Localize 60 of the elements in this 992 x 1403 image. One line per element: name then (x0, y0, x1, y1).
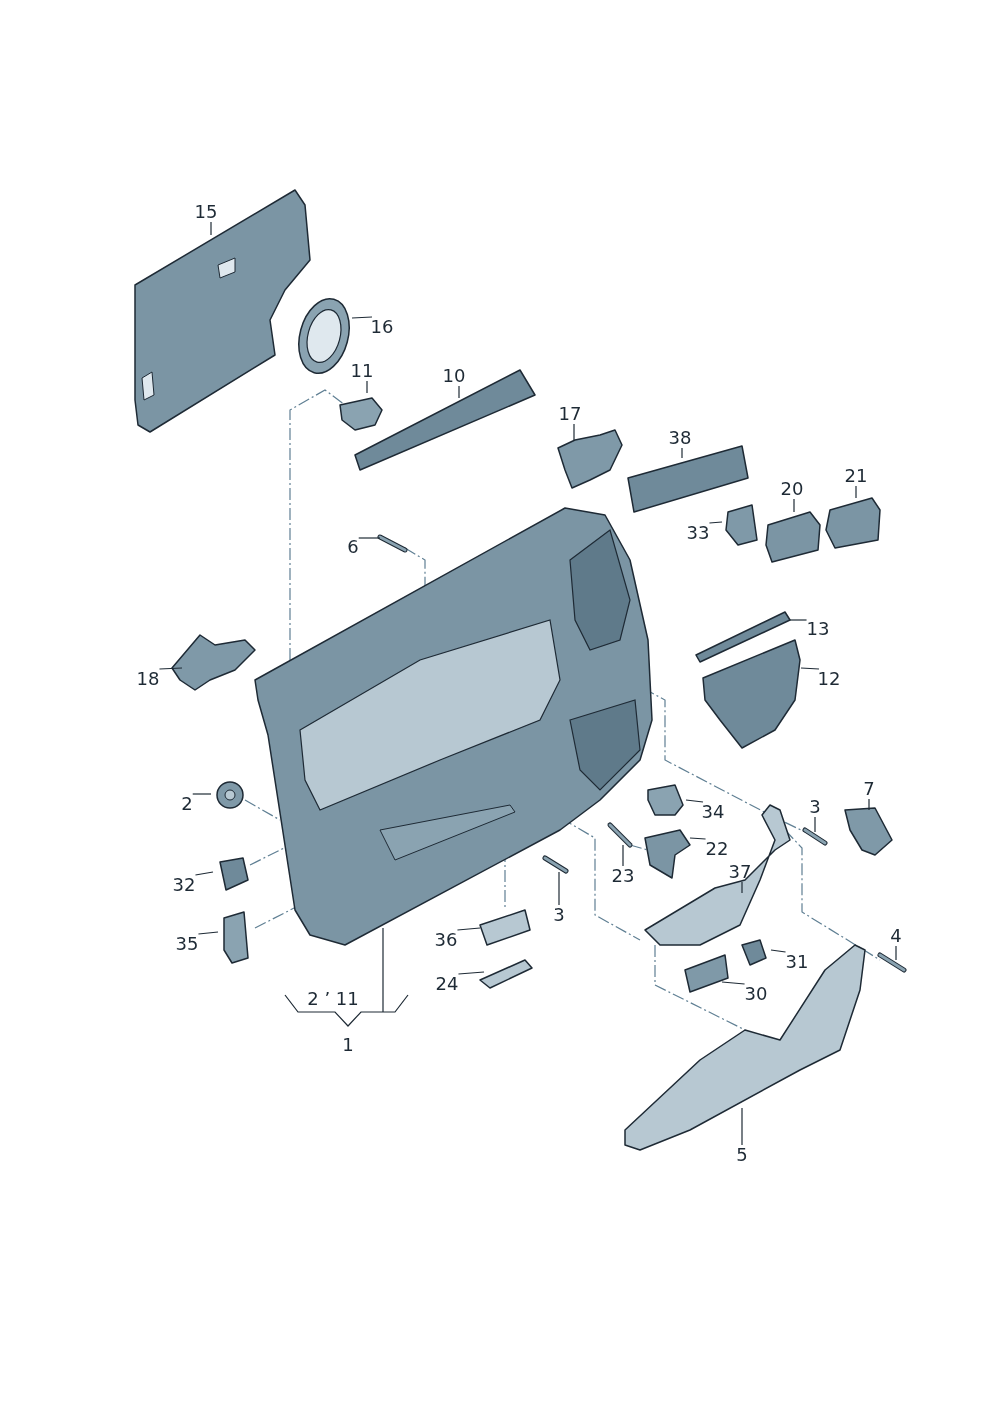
callout-number: 13 (806, 619, 830, 639)
leader-line (158, 667, 183, 670)
callout-number: 2 ’ 11 (307, 989, 359, 1009)
leader-line (868, 798, 870, 811)
leader-line (689, 837, 707, 840)
leader-line (741, 1107, 743, 1146)
callout-number: 18 (136, 669, 160, 689)
leader-line (366, 380, 368, 394)
callout-number: 17 (558, 404, 582, 424)
callout-number: 10 (442, 366, 466, 386)
callout-number: 4 (890, 926, 902, 946)
callout-number: 16 (370, 317, 394, 337)
callout-number: 3 (809, 797, 821, 817)
callout-number: 5 (736, 1145, 748, 1165)
callout-number: 22 (705, 839, 729, 859)
leader-line (789, 619, 808, 621)
leader-line (721, 981, 746, 985)
callout-number: 1 (342, 1035, 354, 1055)
leader-line (210, 221, 212, 236)
callout-number: 15 (194, 202, 218, 222)
leader-line (793, 498, 795, 513)
callout-number: 7 (863, 779, 875, 799)
callout-number: 12 (817, 669, 841, 689)
callout-number: 36 (434, 930, 458, 950)
leader-line (685, 799, 704, 803)
leader-line (457, 971, 485, 975)
callout-number: 2 (181, 794, 193, 814)
leader-line (681, 447, 683, 459)
leader-line (800, 667, 820, 670)
leader-line (622, 844, 624, 867)
leader-line (197, 931, 219, 935)
callout-number: 20 (780, 479, 804, 499)
leader-line (456, 927, 481, 931)
leader-line (770, 949, 787, 953)
callout-number: 31 (785, 952, 809, 972)
callout-number: 34 (701, 802, 725, 822)
callout-number: 6 (347, 537, 359, 557)
callout-number: 3 (553, 905, 565, 925)
callout-number: 23 (611, 866, 635, 886)
callout-number: 21 (844, 466, 868, 486)
leader-line (458, 385, 460, 399)
leader-line (855, 485, 857, 499)
callout-number: 35 (175, 934, 199, 954)
callout-number: 32 (172, 875, 196, 895)
callout-number: 38 (668, 428, 692, 448)
callout-number: 24 (435, 974, 459, 994)
callout-number: 30 (744, 984, 768, 1004)
leader-line (192, 793, 212, 795)
leader-line (358, 537, 381, 539)
leader-line (741, 881, 743, 894)
leader-line (708, 521, 723, 524)
leader-line (558, 871, 560, 906)
leader-line (194, 871, 214, 876)
callout-number: 33 (686, 523, 710, 543)
leader-line (573, 423, 575, 441)
callout-number: 11 (350, 361, 374, 381)
leader-line (895, 945, 897, 961)
callout-number: 37 (728, 862, 752, 882)
leader-line (814, 816, 816, 833)
leader-line (351, 316, 373, 319)
